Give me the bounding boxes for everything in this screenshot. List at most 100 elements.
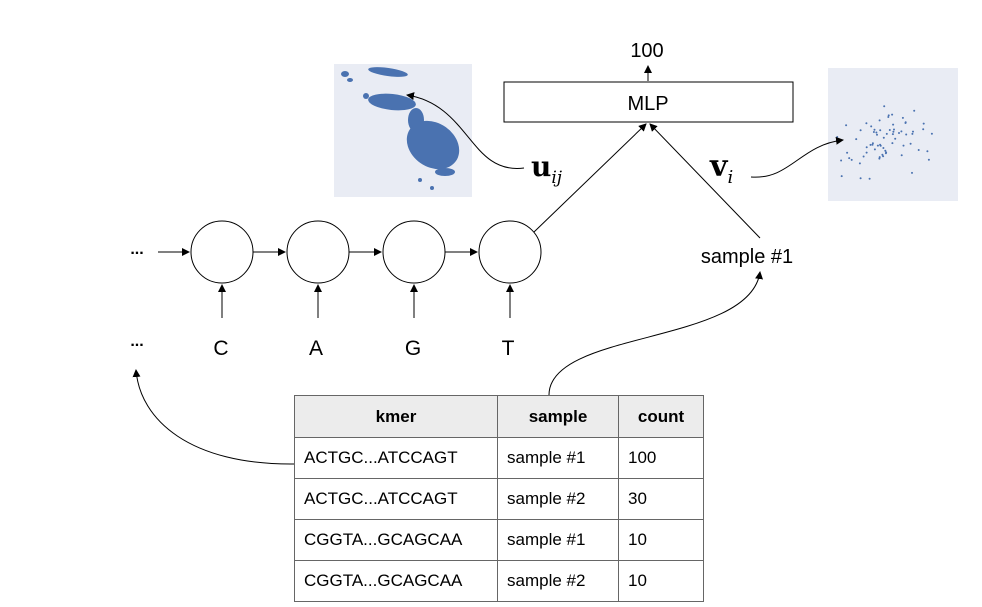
v-i-arrow (750, 136, 844, 178)
table-to-sample-arrow (548, 271, 763, 396)
embedding-point (840, 159, 843, 162)
rnn-cell-2 (286, 220, 350, 284)
embedding-point (884, 152, 887, 155)
output-value: 100 (630, 40, 663, 62)
nucleotide-c: C (213, 337, 228, 360)
embedding-point (911, 132, 914, 135)
embedding-point (845, 124, 848, 127)
u-ij-arrow (406, 92, 525, 169)
embedding-point (882, 147, 885, 149)
embedding-point (891, 133, 894, 136)
embedding-point (912, 130, 914, 133)
embedding-point (891, 142, 894, 145)
embedding-point (885, 132, 888, 135)
embedding-point (870, 125, 873, 128)
kmer-embedding-clusters (341, 67, 460, 190)
embedding-point (859, 177, 862, 180)
embedding-point (869, 143, 872, 146)
embedding-point (882, 136, 885, 139)
embedding-point (878, 157, 881, 160)
embedding-point (898, 132, 900, 134)
embedding-point (892, 123, 895, 126)
embedding-point (871, 143, 874, 146)
cell-sample: sample #1 (497, 437, 619, 479)
cell-kmer: ACTGC...ATCCAGT (294, 437, 498, 479)
nucleotide-a: A (309, 337, 323, 360)
embedding-point (865, 122, 868, 125)
embedding-point (862, 155, 865, 158)
cell-count: 100 (618, 437, 704, 479)
embedding-point (876, 133, 878, 136)
embedding-point (878, 119, 881, 122)
embedding-point (878, 156, 881, 159)
v-i-symbol: vi (709, 149, 733, 188)
embedding-point (850, 158, 853, 161)
embedding-point (879, 129, 882, 132)
embedding-point (887, 114, 890, 117)
embedding-point (871, 142, 874, 145)
embedding-point (875, 131, 878, 134)
cell-kmer: ACTGC...ATCCAGT (294, 478, 498, 520)
header-kmer: kmer (294, 395, 498, 438)
sample-embedding-plot (828, 68, 958, 201)
embedding-point (913, 109, 916, 112)
nucleotide-t: T (502, 337, 515, 360)
cell-kmer: CGGTA...GCAGCAA (294, 519, 498, 561)
table-header-row: kmer sample count (294, 395, 704, 438)
embedding-point (900, 130, 903, 133)
embedding-point (911, 171, 913, 174)
cell-count: 10 (618, 560, 704, 602)
sample-label: sample #1 (701, 246, 793, 268)
rnn-cell-4 (478, 220, 542, 284)
embedding-point (922, 122, 925, 125)
embedding-point (926, 150, 929, 153)
embedding-point (882, 155, 885, 158)
embedding-point (883, 105, 886, 108)
sequence-ellipsis-bottom: ... (130, 333, 143, 350)
embedding-point (859, 129, 862, 132)
embedding-point (865, 151, 868, 154)
header-count: count (618, 395, 704, 438)
table-row: CGGTA...GCAGCAA sample #1 10 (294, 519, 704, 561)
embedding-point (855, 138, 858, 141)
table-row: ACTGC...ATCCAGT sample #1 100 (294, 437, 704, 479)
cell-kmer: CGGTA...GCAGCAA (294, 560, 498, 602)
embedding-point (901, 116, 904, 119)
rnn-cell-1 (190, 220, 254, 284)
cell-sample: sample #2 (497, 478, 619, 520)
embedding-point (873, 128, 876, 131)
table-row: CGGTA...GCAGCAA sample #2 10 (294, 560, 704, 602)
sample-to-mlp-arrow (649, 123, 761, 239)
embedding-point (894, 137, 897, 140)
header-sample: sample (497, 395, 619, 438)
sequence-ellipsis-top: ... (130, 241, 143, 258)
embedding-point (917, 149, 920, 151)
rnn-to-mlp-arrow (533, 123, 647, 233)
embedding-point (879, 143, 882, 146)
embedding-point (840, 175, 843, 178)
embedding-point (836, 136, 839, 138)
kmer-count-table: kmer sample count ACTGC...ATCCAGT sample… (294, 395, 704, 602)
embedding-point (858, 162, 861, 165)
embedding-point (848, 157, 851, 160)
kmer-embedding-plot (334, 64, 472, 197)
embedding-point (873, 148, 876, 151)
embedding-point (900, 154, 903, 157)
embedding-point (872, 131, 875, 133)
table-row: ACTGC...ATCCAGT sample #2 30 (294, 478, 704, 520)
embedding-point (865, 146, 868, 149)
embedding-point (887, 116, 890, 118)
cell-count: 10 (618, 519, 704, 561)
sample-embedding-points (836, 105, 933, 180)
embedding-point (846, 151, 849, 154)
table-to-sequence-arrow (132, 369, 295, 465)
cell-sample: sample #1 (497, 519, 619, 561)
embedding-point (884, 149, 887, 152)
embedding-point (905, 133, 908, 136)
embedding-point (868, 177, 871, 180)
embedding-point (902, 144, 905, 147)
embedding-point (930, 132, 933, 135)
embedding-point (892, 130, 895, 133)
embedding-point (888, 129, 891, 131)
embedding-point (893, 128, 895, 131)
